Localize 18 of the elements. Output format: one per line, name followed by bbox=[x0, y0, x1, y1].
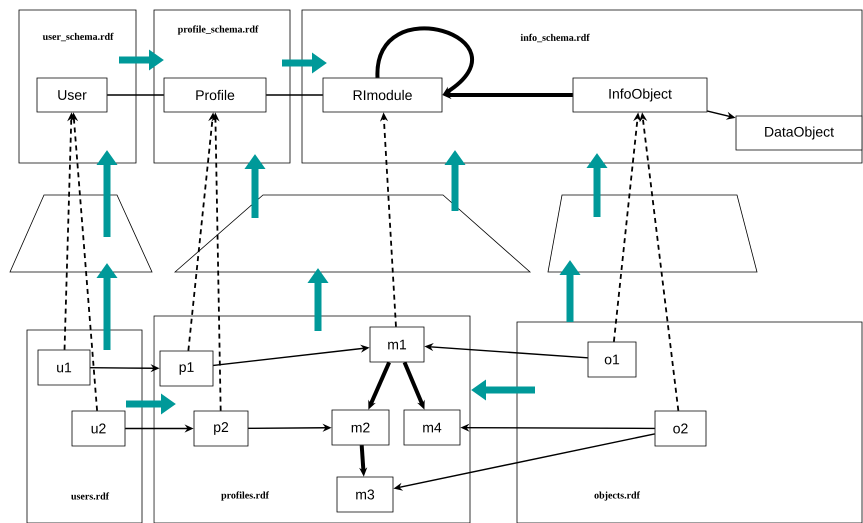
class-box: p1 bbox=[160, 350, 214, 386]
class-box: u1 bbox=[38, 350, 90, 386]
class-box: User bbox=[36, 78, 108, 112]
connector-line bbox=[107, 94, 164, 96]
class-box: DataObject bbox=[736, 116, 862, 150]
class-box: m4 bbox=[404, 410, 460, 446]
arrow bbox=[376, 26, 474, 95]
class-box: Profile bbox=[164, 78, 266, 112]
class-box: m3 bbox=[336, 476, 394, 512]
connector-line bbox=[266, 94, 323, 96]
class-box: RImodule bbox=[322, 78, 442, 112]
class-box: m1 bbox=[370, 326, 424, 362]
class-box: InfoObject bbox=[572, 78, 708, 112]
class-box: u2 bbox=[72, 410, 126, 446]
class-box: p2 bbox=[194, 410, 248, 446]
class-box: m2 bbox=[332, 410, 390, 446]
class-box: o2 bbox=[654, 410, 706, 446]
class-box: o1 bbox=[588, 342, 636, 378]
